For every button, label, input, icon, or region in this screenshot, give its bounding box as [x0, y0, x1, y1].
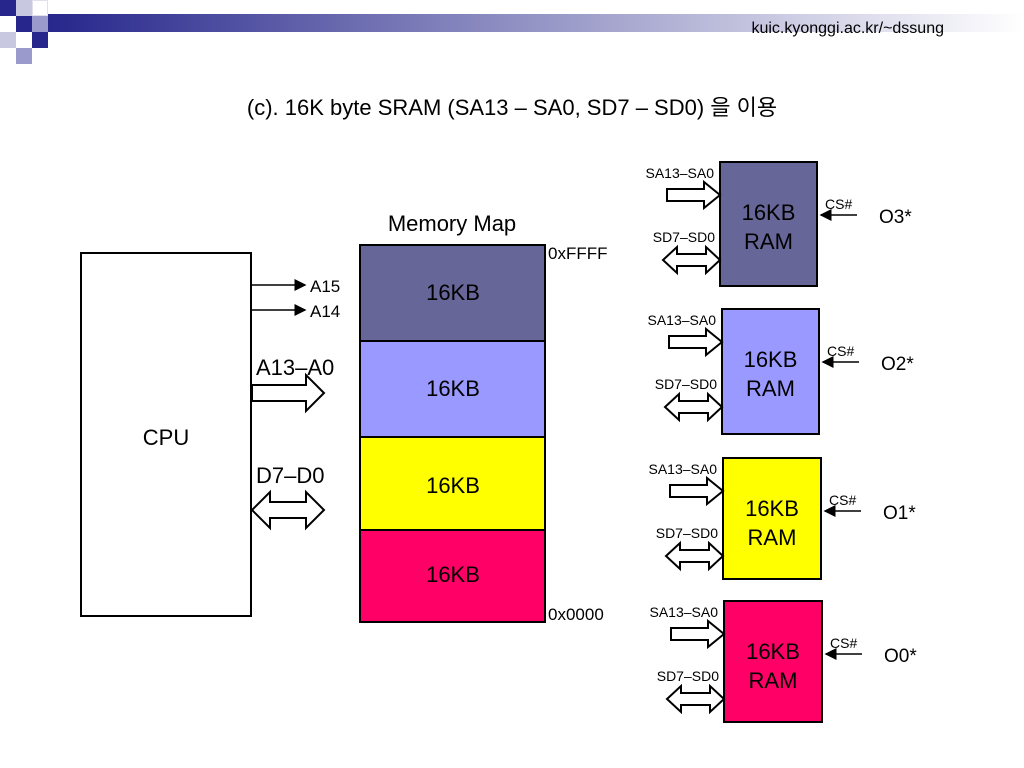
ram-3-box	[719, 161, 818, 287]
ram-3-data-arrow	[661, 244, 722, 276]
decor-square	[0, 32, 16, 48]
ram-chips: 16KBRAMSA13–SA0SD7–SD0CS#O3*16KBRAMSA13–…	[646, 161, 917, 723]
cpu-label: CPU	[143, 425, 189, 450]
slide-title: (c). 16K byte SRAM (SA13 – SA0, SD7 – SD…	[246, 95, 778, 120]
a15-label: A15	[310, 277, 340, 296]
bottom-address-label: 0x0000	[548, 605, 604, 624]
data-bus-arrow	[250, 489, 326, 531]
ram-3-data-label: SD7–SD0	[653, 229, 715, 245]
ram-0-select-label: O0*	[884, 646, 917, 667]
decor-square	[32, 32, 48, 48]
ram-2-label-line2: RAM	[746, 376, 795, 401]
ram-1-data-arrow	[664, 540, 725, 572]
decor-square	[16, 16, 32, 32]
ram-2-address-label: SA13–SA0	[648, 312, 717, 328]
ram-2-cs-label: CS#	[827, 343, 854, 359]
address-bus-arrow	[251, 372, 326, 414]
ram-0-box	[723, 600, 823, 723]
ram-1-address-arrow	[669, 475, 725, 507]
ram-3-address-arrow	[666, 179, 722, 211]
a14-label: A14	[310, 302, 340, 321]
ram-3-cs-label: CS#	[825, 196, 852, 212]
ram-0-label-line2: RAM	[749, 668, 798, 693]
memory-block-2	[359, 340, 546, 438]
ram-3-label-line2: RAM	[744, 229, 793, 254]
memory-block-1-label: 16KB	[426, 473, 480, 498]
memory-block-0-label: 16KB	[426, 562, 480, 587]
ram-1-select-label: O1*	[883, 503, 916, 524]
cpu-box	[80, 252, 252, 617]
top-address-label: 0xFFFF	[548, 244, 608, 263]
ram-0-data-arrow	[665, 683, 726, 715]
decor-square	[32, 0, 48, 16]
ram-1-cs-label: CS#	[829, 492, 856, 508]
ram-1-label-line1: 16KB	[745, 496, 799, 521]
ram-2-data-arrow	[663, 391, 724, 423]
ram-3-select-label: O3*	[879, 207, 912, 228]
ram-0-label-line1: 16KB	[746, 639, 800, 664]
header-bar	[48, 14, 1024, 32]
ram-1-address-label: SA13–SA0	[649, 461, 718, 477]
memory-block-3	[359, 244, 546, 342]
decor-square	[0, 0, 16, 16]
ram-2-label-line1: 16KB	[744, 347, 798, 372]
ram-2-select-label: O2*	[881, 354, 914, 375]
address-bus-label: A13–A0	[256, 355, 334, 380]
ram-1-box	[722, 457, 822, 580]
memory-block-0	[359, 529, 546, 623]
decor-square	[32, 16, 48, 32]
ram-0-address-arrow	[670, 618, 726, 650]
ram-2-data-label: SD7–SD0	[655, 376, 717, 392]
data-bus-label: D7–D0	[256, 463, 324, 488]
memory-block-1	[359, 436, 546, 531]
ram-2-box	[721, 308, 820, 435]
ram-3-address-label: SA13–SA0	[646, 165, 715, 181]
header-url: kuic.kyonggi.ac.kr/~dssung	[751, 20, 944, 37]
decor-square	[16, 48, 32, 64]
memory-map-title: Memory Map	[388, 211, 516, 236]
ram-1-label-line2: RAM	[748, 525, 797, 550]
ram-3-label-line1: 16KB	[742, 200, 796, 225]
ram-0-data-label: SD7–SD0	[657, 668, 719, 684]
ram-1-data-label: SD7–SD0	[656, 525, 718, 541]
ram-0-address-label: SA13–SA0	[650, 604, 719, 620]
ram-0-cs-label: CS#	[830, 635, 857, 651]
decor-square	[16, 0, 32, 16]
memory-block-3-label: 16KB	[426, 280, 480, 305]
memory-block-2-label: 16KB	[426, 376, 480, 401]
ram-2-address-arrow	[668, 326, 724, 358]
